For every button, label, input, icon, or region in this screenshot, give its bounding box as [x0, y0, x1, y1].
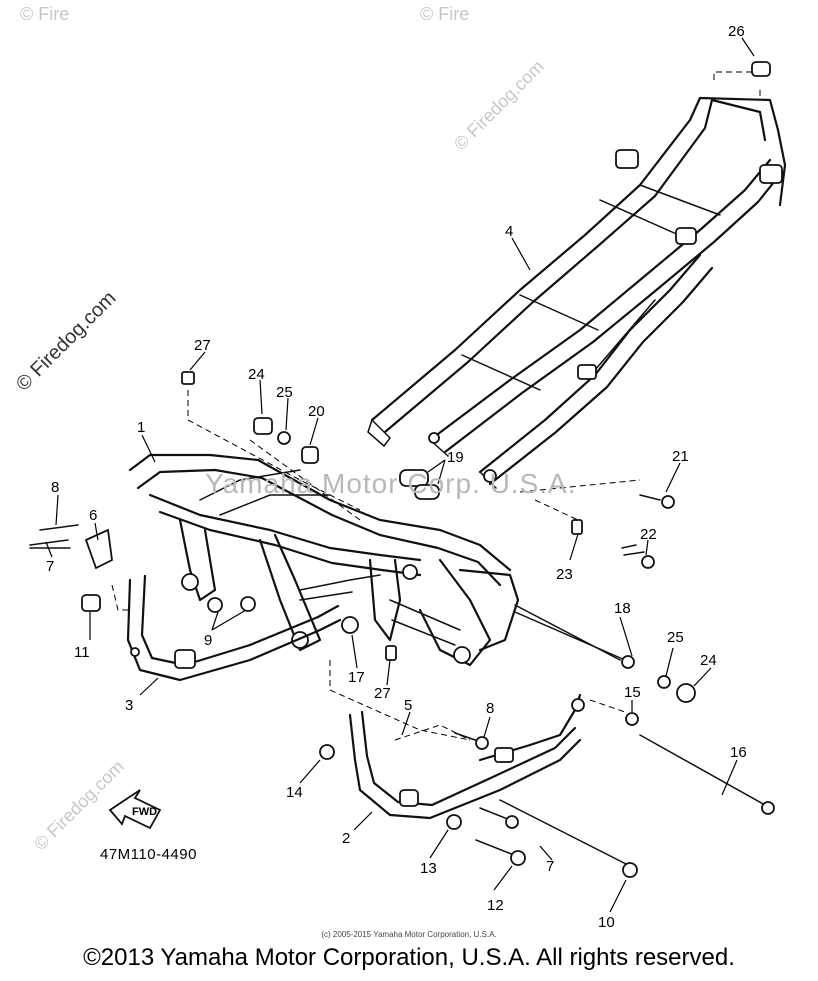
part-label: 7 [546, 858, 554, 875]
watermark-top-center: © Fire [420, 4, 470, 24]
leader-lines [45, 37, 755, 913]
diagram-code: 47M110-4490 [100, 846, 197, 863]
part-label: 25 [276, 384, 293, 401]
rear-subframe [367, 96, 787, 489]
part-label: 10 [598, 914, 615, 931]
part-label: 18 [614, 600, 631, 617]
part-label: 25 [667, 629, 684, 646]
part-label: 27 [374, 685, 391, 702]
part-label: 4 [505, 223, 513, 240]
part-label: 5 [404, 697, 412, 714]
part-label: 23 [556, 566, 573, 583]
part-label: 19 [447, 449, 464, 466]
part-label: 8 [51, 479, 59, 496]
part-label: 27 [194, 337, 211, 354]
part-label: 3 [125, 697, 133, 714]
watermark-center: Yamaha Motor Corp. U.S.A. [205, 468, 577, 499]
part-label: 9 [204, 632, 212, 649]
part-label: 7 [46, 558, 54, 575]
part-label: 2 [342, 830, 350, 847]
part-label: 14 [286, 784, 303, 801]
part-label: 21 [672, 448, 689, 465]
assembly-lines [111, 71, 761, 741]
fwd-label: FWD [132, 806, 157, 818]
small-parts [29, 61, 775, 878]
part-label: 15 [624, 684, 641, 701]
copyright-small: (c) 2005-2015 Yamaha Motor Corporation, … [321, 930, 497, 939]
part-label: 12 [487, 897, 504, 914]
part-labels: 26 4 27 24 25 20 1 19 21 8 6 22 7 23 11 … [46, 23, 747, 931]
watermark-top-left: © Fire [20, 4, 70, 24]
part-label: 24 [248, 366, 265, 383]
part-label: 24 [700, 652, 717, 669]
part-label: 17 [348, 669, 365, 686]
front-lower-bracket [126, 574, 342, 682]
part-label: 6 [89, 507, 97, 524]
main-frame [128, 453, 520, 667]
part-label: 13 [420, 860, 437, 877]
copyright-notice: ©2013 Yamaha Motor Corporation, U.S.A. A… [83, 944, 735, 971]
part-label: 22 [640, 526, 657, 543]
lower-rear-bracket [348, 693, 585, 820]
part-label: 26 [728, 23, 745, 40]
forward-arrow-icon: FWD [108, 789, 162, 830]
part-label: 8 [486, 700, 494, 717]
part-label: 1 [137, 419, 145, 436]
part-label: 16 [730, 744, 747, 761]
part-label: 11 [74, 644, 90, 661]
part-label: 20 [308, 403, 325, 420]
